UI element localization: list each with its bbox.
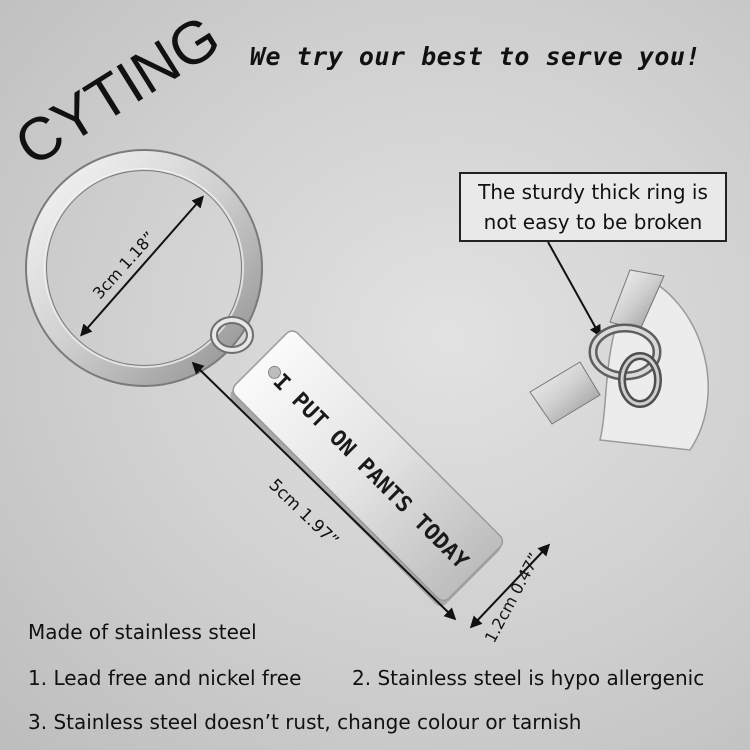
- width-dimension-label: 1.2cm 0.47”: [481, 550, 544, 646]
- ring-callout-box: The sturdy thick ring is not easy to be …: [459, 172, 727, 242]
- jump-ring: [210, 316, 254, 354]
- detail-view: [529, 269, 709, 451]
- bar-tag: I PUT ON PANTS TODAY: [230, 330, 504, 606]
- ring-dimension-label: 3cm 1.18”: [89, 228, 159, 303]
- key-ring: [25, 149, 263, 387]
- brand-logo: CYTING: [14, 8, 231, 178]
- engraved-text: I PUT ON PANTS TODAY: [268, 369, 474, 575]
- feature-material: Made of stainless steel: [28, 620, 257, 644]
- feature-item-3: 3. Stainless steel doesn’t rust, change …: [28, 710, 582, 734]
- feature-item-2: 2. Stainless steel is hypo allergenic: [352, 666, 705, 690]
- callout-line-2: not easy to be broken: [483, 210, 703, 234]
- callout-pointer: [547, 241, 601, 338]
- ring-dimension-arrow: [80, 195, 204, 337]
- slogan: We try our best to serve you!: [250, 42, 701, 71]
- feature-item-1: 1. Lead free and nickel free: [28, 666, 302, 690]
- width-dimension-arrow: [469, 543, 551, 629]
- brand-name: CYTING: [14, 8, 231, 178]
- callout-line-1: The sturdy thick ring is: [478, 180, 708, 204]
- length-dimension-arrow: [191, 361, 457, 621]
